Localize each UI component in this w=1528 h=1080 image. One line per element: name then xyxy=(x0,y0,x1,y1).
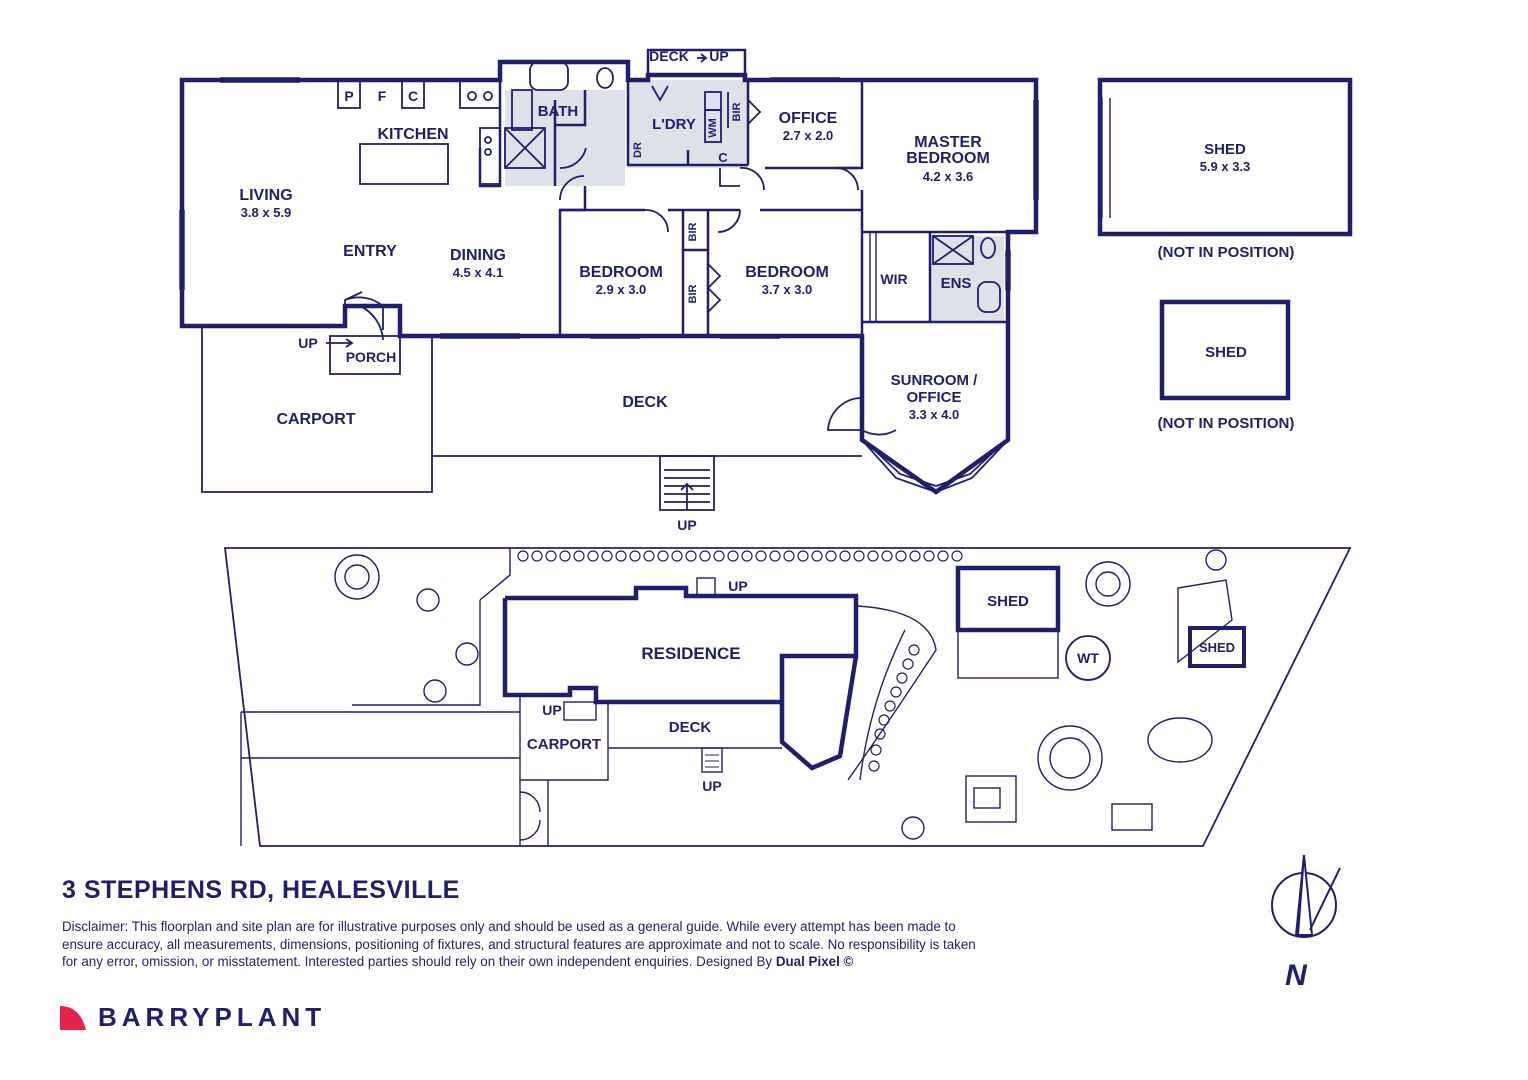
carport-label: CARPORT xyxy=(276,411,355,428)
shed1-dims: 5.9 x 3.3 xyxy=(1200,159,1251,174)
designer-credit: Dual Pixel © xyxy=(775,954,854,969)
bath-label: BATH xyxy=(538,103,579,120)
kitchen-cupboard-label: C xyxy=(408,88,418,104)
living-dims: 3.8 x 5.9 xyxy=(241,205,292,220)
house-outer-wall xyxy=(179,59,1039,495)
pantry-label: P xyxy=(344,88,353,104)
sunroom-label-2: OFFICE xyxy=(907,389,962,406)
shed2-note: (NOT IN POSITION) xyxy=(1158,415,1295,432)
site-boundary xyxy=(223,547,1352,847)
bedroom2-label: BEDROOM xyxy=(579,264,663,281)
bir-bedroom3-label: BIR xyxy=(687,284,699,303)
site-deck-label: DECK xyxy=(669,719,712,736)
living-label: LIVING xyxy=(239,187,292,204)
siteplan xyxy=(223,547,1352,847)
kitchen-island xyxy=(359,143,449,185)
bedroom3-label: BEDROOM xyxy=(745,264,829,281)
site-up-deck-label: UP xyxy=(702,778,721,794)
property-address: 3 STEPHENS RD, HEALESVILLE xyxy=(62,876,460,904)
north-compass-icon xyxy=(1271,854,1341,938)
dining-label: DINING xyxy=(450,247,506,264)
shed-large xyxy=(1097,77,1353,237)
master-label-1: MASTER xyxy=(914,134,982,151)
wir-label: WIR xyxy=(880,271,907,287)
disclaimer: Disclaimer: This floorplan and site plan… xyxy=(62,918,982,971)
entry-label: ENTRY xyxy=(343,243,397,260)
site-shed-label: SHED xyxy=(987,593,1029,610)
office-dims: 2.7 x 2.0 xyxy=(783,128,834,143)
fridge-label: F xyxy=(378,88,387,104)
site-shed-small-label: SHED xyxy=(1199,640,1235,655)
deck-up-label: UP xyxy=(677,517,696,533)
disclaimer-text: Disclaimer: This floorplan and site plan… xyxy=(62,919,976,969)
brand-logo: BARRYPLANT xyxy=(60,1002,326,1033)
compass-north-label: N xyxy=(1285,959,1308,992)
bedroom2-dims: 2.9 x 3.0 xyxy=(596,282,647,297)
top-deck-up-label: UP xyxy=(709,48,728,64)
brand-name: BARRYPLANT xyxy=(98,1002,327,1032)
bir-bedroom2-label: BIR xyxy=(687,222,699,241)
porch-up-label: UP xyxy=(298,335,317,351)
master-dims: 4.2 x 3.6 xyxy=(923,169,974,184)
site-carport-label: CARPORT xyxy=(527,736,601,753)
dryer-label: DR xyxy=(632,142,644,158)
dining-dims: 4.5 x 4.1 xyxy=(453,265,504,280)
bir-office-label: BIR xyxy=(731,102,743,121)
shed2-label: SHED xyxy=(1205,344,1247,361)
shed1-note: (NOT IN POSITION) xyxy=(1158,244,1295,261)
site-residence-label: RESIDENCE xyxy=(641,644,740,663)
porch-label: PORCH xyxy=(346,349,397,365)
kitchen-label: KITCHEN xyxy=(377,126,448,143)
site-shed-small xyxy=(1188,626,1246,668)
sunroom-dims: 3.3 x 4.0 xyxy=(909,407,960,422)
water-tank xyxy=(1065,635,1111,681)
site-residence-wall xyxy=(505,585,859,771)
office-label: OFFICE xyxy=(779,110,838,127)
ensuite-floor xyxy=(930,236,1004,322)
laundry-label: L'DRY xyxy=(652,116,696,133)
laundry-cupboard-label: C xyxy=(718,150,728,165)
sunroom-label-1: SUNROOM / xyxy=(891,372,979,389)
shed1-label: SHED xyxy=(1204,141,1246,158)
floorplan xyxy=(179,48,1353,511)
brand-mark-icon xyxy=(60,1005,86,1030)
washing-machine-label: WM xyxy=(707,118,719,138)
bathroom-floor xyxy=(505,90,625,186)
site-up-top-label: UP xyxy=(728,578,747,594)
ensuite-label: ENS xyxy=(941,275,972,292)
water-tank-label: WT xyxy=(1077,650,1099,666)
bedroom3-dims: 3.7 x 3.0 xyxy=(762,282,813,297)
site-up-porch-label: UP xyxy=(542,702,561,718)
shed-small xyxy=(1159,299,1291,401)
deck-label: DECK xyxy=(622,394,668,411)
master-label-2: BEDROOM xyxy=(906,150,990,167)
top-deck-label: DECK xyxy=(649,48,689,64)
